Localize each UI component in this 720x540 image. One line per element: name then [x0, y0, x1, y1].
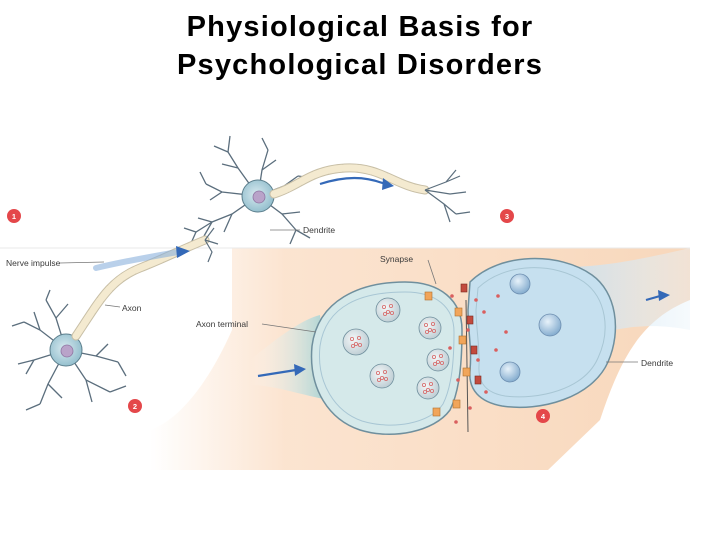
- post-synaptic-receptor: [467, 316, 473, 324]
- step-marker-2: 2: [128, 399, 142, 413]
- released-neurotransmitter: [482, 310, 486, 314]
- released-neurotransmitter: [494, 348, 498, 352]
- step-marker-number: 2: [133, 402, 137, 411]
- released-neurotransmitter: [450, 294, 454, 298]
- released-neurotransmitter: [466, 328, 470, 332]
- synaptic-vesicle: [419, 317, 441, 339]
- released-neurotransmitter: [468, 406, 472, 410]
- label-axon-terminal: Axon terminal: [196, 319, 248, 329]
- pre-synaptic-channel: [455, 308, 462, 316]
- pre-synaptic-channel: [425, 292, 432, 300]
- lower-neuron: [12, 228, 218, 410]
- label-dendrite-right: Dendrite: [641, 358, 673, 368]
- released-neurotransmitter: [474, 298, 478, 302]
- post-synaptic-receptor: [471, 346, 477, 354]
- released-neurotransmitter: [454, 420, 458, 424]
- synaptic-vesicle: [343, 329, 369, 355]
- step-marker-3: 3: [500, 209, 514, 223]
- released-neurotransmitter: [504, 330, 508, 334]
- label-nerve-impulse: Nerve impulse: [6, 258, 61, 268]
- post-synaptic-receptor: [461, 284, 467, 292]
- pre-synaptic-channel: [433, 408, 440, 416]
- synaptic-vesicle: [427, 349, 449, 371]
- step-marker-number: 1: [12, 212, 16, 221]
- label-axon: Axon: [122, 303, 142, 313]
- step-marker-4: 4: [536, 409, 550, 423]
- mitochondrion: [510, 274, 530, 294]
- pre-synaptic-channel: [459, 336, 466, 344]
- synaptic-vesicle: [376, 298, 400, 322]
- released-neurotransmitter: [484, 390, 488, 394]
- step-marker-number: 3: [505, 212, 509, 221]
- step-marker-1: 1: [7, 209, 21, 223]
- synaptic-vesicle: [417, 377, 439, 399]
- label-dendrite-top: Dendrite: [303, 225, 335, 235]
- released-neurotransmitter: [476, 358, 480, 362]
- mitochondrion: [500, 362, 520, 382]
- released-neurotransmitter: [496, 294, 500, 298]
- pre-synaptic-channel: [463, 368, 470, 376]
- mitochondrion: [539, 314, 561, 336]
- synaptic-vesicle: [370, 364, 394, 388]
- released-neurotransmitter: [448, 346, 452, 350]
- released-neurotransmitter: [456, 378, 460, 382]
- post-synaptic-receptor: [475, 376, 481, 384]
- pre-synaptic-channel: [453, 400, 460, 408]
- label-synapse: Synapse: [380, 254, 413, 264]
